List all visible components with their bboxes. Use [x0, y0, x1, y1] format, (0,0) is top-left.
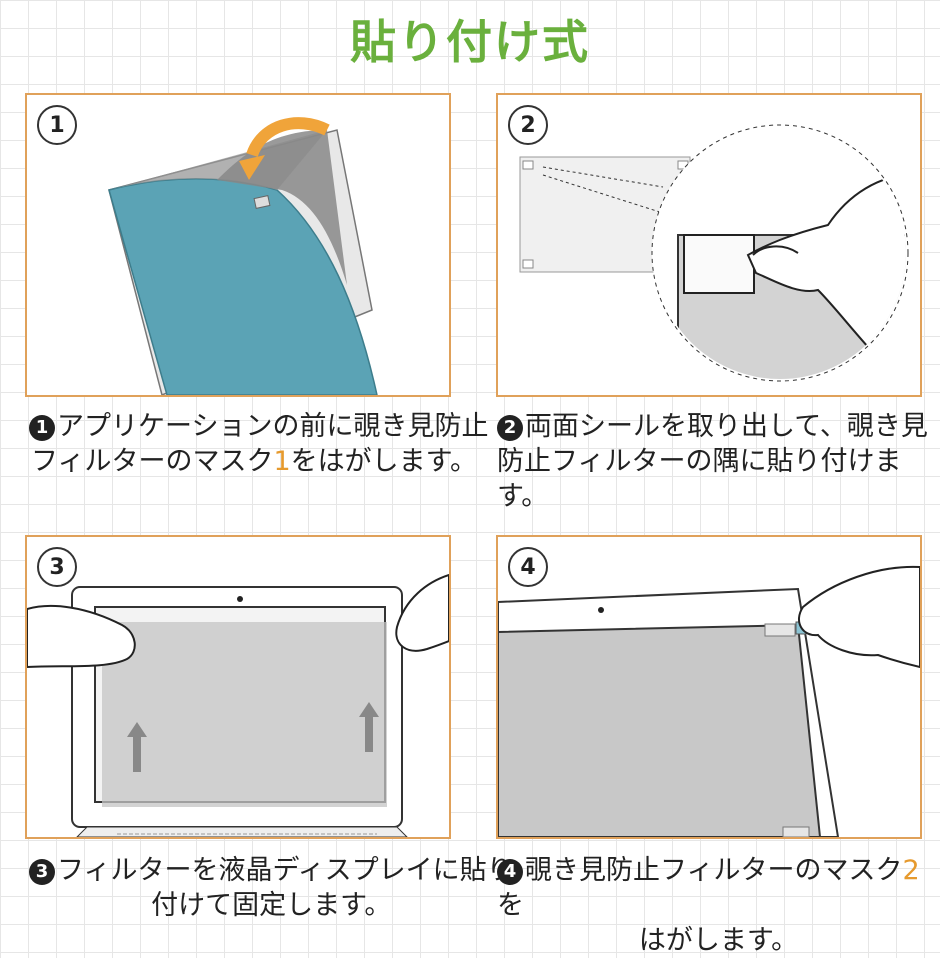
page-title: 貼り付け式: [350, 15, 590, 69]
step-bullet-icon: 3: [29, 858, 55, 885]
attach-filter-illustration: [27, 573, 449, 837]
curved-arrow-icon: [246, 117, 330, 158]
step-3-panel: 3: [25, 535, 451, 839]
step-bullet-icon: 1: [29, 414, 55, 441]
step-bullet-icon: 2: [497, 414, 523, 441]
step-number-badge: 1: [37, 105, 77, 145]
step-4-panel: 4: [496, 535, 922, 839]
remove-mask-illustration: [498, 565, 920, 837]
step-number-badge: 3: [37, 547, 77, 587]
up-arrow-icon: [127, 702, 379, 772]
peel-mask-illustration: [108, 117, 378, 395]
step-2-panel: 2: [496, 93, 922, 397]
step-1-panel: 1: [25, 93, 451, 397]
step-number-badge: 2: [508, 105, 548, 145]
step-number-badge: 4: [508, 547, 548, 587]
step-bullet-icon: 4: [497, 858, 523, 885]
double-sided-tape-illustration: [519, 124, 909, 382]
